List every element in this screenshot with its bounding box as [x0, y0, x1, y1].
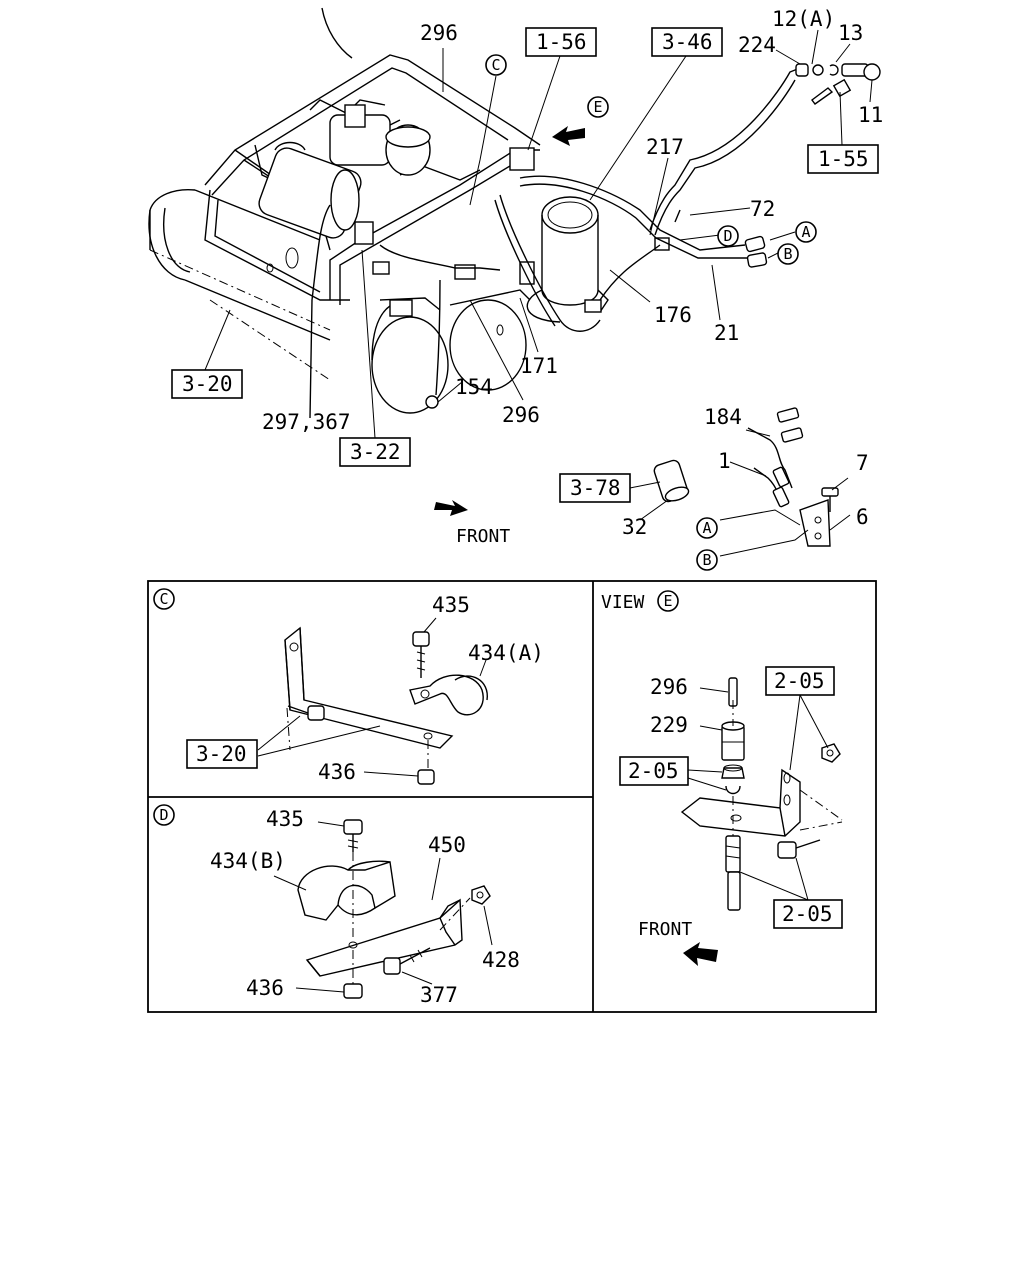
panel-c-label-436: 436 — [318, 760, 356, 784]
panel-e-label-229: 229 — [650, 713, 688, 737]
label-171: 171 — [520, 354, 558, 378]
label-184: 184 — [704, 405, 742, 429]
panel-e-ref-bottom: 2-05 — [782, 902, 833, 926]
label-32: 32 — [622, 515, 647, 539]
panel-e-label-296: 296 — [650, 675, 688, 699]
ref-3-22: 3-22 — [350, 440, 401, 464]
hose-assembly-detail — [629, 407, 851, 557]
callout-b-lower: B — [702, 551, 711, 569]
label-11: 11 — [858, 103, 883, 127]
panel-d-label-450: 450 — [428, 833, 466, 857]
label-7: 7 — [856, 451, 869, 475]
ref-1-55: 1-55 — [818, 147, 869, 171]
label-72: 72 — [750, 197, 775, 221]
front-label: FRONT — [456, 526, 510, 547]
panel-d-label-377: 377 — [420, 983, 458, 1007]
label-224: 224 — [738, 33, 776, 57]
panel-d-circle: D — [159, 806, 168, 824]
callout-a: A — [801, 223, 810, 241]
callout-d: D — [723, 227, 732, 245]
panel-c-label-435: 435 — [432, 593, 470, 617]
panel-e-ref-top: 2-05 — [774, 669, 825, 693]
top-part-labels: 296 12(A) 13 224 11 217 72 176 21 171 15… — [262, 7, 883, 547]
panel-c-ref-3-20: 3-20 — [196, 742, 247, 766]
panel-e-ref-mid: 2-05 — [628, 759, 679, 783]
label-12a: 12(A) — [772, 7, 835, 31]
label-217: 217 — [646, 135, 684, 159]
panel-c: C 435 434(A) 3-20 436 — [153, 588, 544, 785]
ref-3-78: 3-78 — [570, 476, 621, 500]
label-296-lower: 296 — [502, 403, 540, 427]
panel-d: D 435 434(B) 450 428 436 377 — [153, 804, 520, 1007]
panel-e-view: VIEW — [601, 592, 645, 613]
panel-e-front: FRONT — [638, 919, 692, 940]
panel-e-circle: E — [663, 592, 672, 610]
panel-d-label-436: 436 — [246, 976, 284, 1000]
callout-b: B — [783, 245, 792, 263]
top-callouts: C E A B D A B — [485, 54, 817, 571]
panel-c-circle: C — [159, 590, 168, 608]
label-21: 21 — [714, 321, 739, 345]
label-1: 1 — [718, 449, 731, 473]
callout-c: C — [491, 56, 500, 74]
top-reference-boxes: 1-56 3-46 1-55 3-20 3-22 3-78 — [171, 27, 879, 503]
label-296: 296 — [420, 21, 458, 45]
main-assembly-drawing — [148, 7, 881, 516]
ref-1-56: 1-56 — [536, 30, 587, 54]
ref-3-46: 3-46 — [662, 30, 713, 54]
ref-3-20: 3-20 — [182, 372, 233, 396]
panel-d-label-434b: 434(B) — [210, 849, 286, 873]
panel-d-label-435: 435 — [266, 807, 304, 831]
callout-e: E — [593, 98, 602, 116]
label-154: 154 — [455, 375, 493, 399]
callout-a-lower: A — [702, 519, 711, 537]
label-176: 176 — [654, 303, 692, 327]
label-297-367: 297,367 — [262, 410, 351, 434]
detail-panels-frame — [147, 580, 877, 1013]
top-leader-lines — [149, 29, 873, 439]
label-13: 13 — [838, 21, 863, 45]
panel-e: VIEW E 296 229 2-05 2-05 2-05 FRONT — [601, 590, 843, 966]
panel-c-label-434a: 434(A) — [468, 641, 544, 665]
panel-d-label-428: 428 — [482, 948, 520, 972]
label-6: 6 — [856, 505, 869, 529]
